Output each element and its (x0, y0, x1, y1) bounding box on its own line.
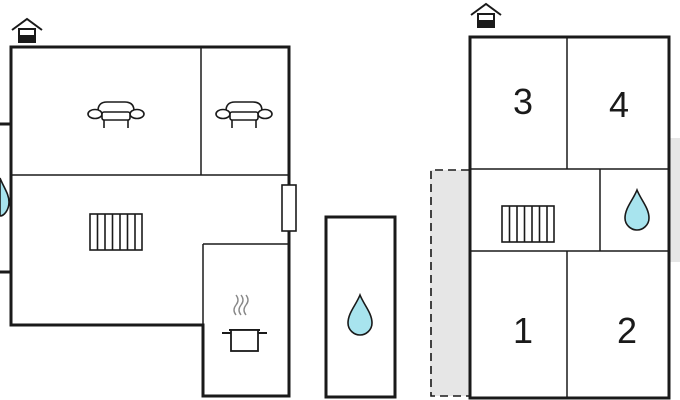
water-drop-icon (0, 177, 10, 217)
separate-bathroom (324, 215, 397, 399)
radiator-icon (89, 213, 143, 251)
ground-floor-walls (9, 45, 291, 398)
room-number: 3 (513, 81, 533, 122)
ground-floor (0, 45, 297, 398)
outside-area (670, 138, 680, 262)
cooking-pot-icon (222, 294, 267, 352)
house-entrance-icon (470, 3, 502, 28)
upper-floor: 3 4 1 2 (430, 35, 680, 400)
balcony (430, 170, 469, 396)
room-number: 4 (609, 84, 629, 125)
house-entrance-icon (11, 18, 43, 43)
radiator-icon (501, 205, 555, 243)
room-number: 2 (617, 310, 637, 351)
room-number: 1 (513, 310, 533, 351)
window (281, 184, 297, 232)
